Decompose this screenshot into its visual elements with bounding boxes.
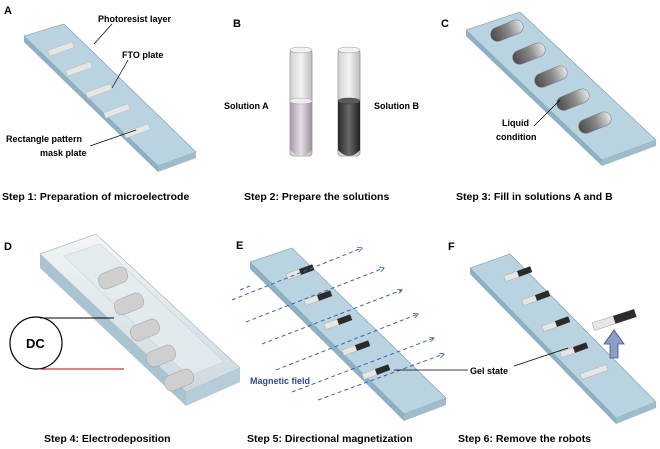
liquid-label-line1: Liquid [502, 118, 529, 128]
panel-letter: F [448, 241, 455, 253]
dc-power-source: DC [9, 316, 63, 370]
step-caption: Step 6: Remove the robots [458, 433, 591, 445]
panel-d: D DC Step 4: Electrodeposition [4, 233, 241, 445]
panel-letter: A [4, 5, 12, 17]
deposit-wells [97, 266, 195, 392]
panel-c: C Liquid condition Step 3: Fill in solut… [441, 11, 657, 203]
step-caption: Step 3: Fill in solutions A and B [456, 191, 613, 203]
panel-letter: D [4, 241, 12, 253]
dc-label: DC [26, 336, 45, 351]
photoresist-slots [47, 41, 151, 139]
panel-b: B Solution A Solution B Step 2: Prepare … [224, 18, 419, 203]
panel-letter: C [441, 18, 449, 30]
test-tube-a [289, 46, 313, 157]
mask-label-line2: mask plate [40, 148, 87, 158]
panel-e: E Magnetic field Gel state Step 5: Direc… [231, 240, 508, 445]
magnetic-field-arrows [231, 248, 444, 401]
liquid-wells [490, 19, 612, 134]
panel-a: A Photoresist layer FTO plate Rectangle … [2, 5, 197, 203]
photoresist-label: Photoresist layer [98, 14, 172, 24]
panel-letter: E [236, 240, 243, 252]
panel-f: F Step 6: Remove the robots [448, 241, 657, 445]
step-caption: Step 4: Electrodeposition [44, 433, 171, 445]
solution-a-label: Solution A [224, 101, 269, 111]
mask-label-line1: Rectangle pattern [6, 134, 82, 144]
test-tube-b [337, 46, 361, 157]
panel-letter: B [233, 18, 241, 30]
removed-robot [591, 308, 637, 331]
solution-b-label: Solution B [374, 101, 419, 111]
step-caption: Step 1: Preparation of microelectrode [2, 191, 189, 203]
lift-arrow-icon [603, 329, 625, 359]
gel-state-label: Gel state [470, 366, 508, 376]
fto-plate [23, 23, 197, 172]
step-caption: Step 2: Prepare the solutions [244, 191, 389, 203]
electrode-box [39, 233, 241, 406]
magnetic-field-label: Magnetic field [250, 376, 310, 386]
remaining-strips [503, 266, 609, 380]
fto-label: FTO plate [122, 50, 163, 60]
step-caption: Step 5: Directional magnetization [247, 433, 413, 445]
magnetization-plate [249, 247, 447, 421]
liquid-label-line2: condition [496, 132, 537, 142]
final-plate [469, 253, 657, 424]
